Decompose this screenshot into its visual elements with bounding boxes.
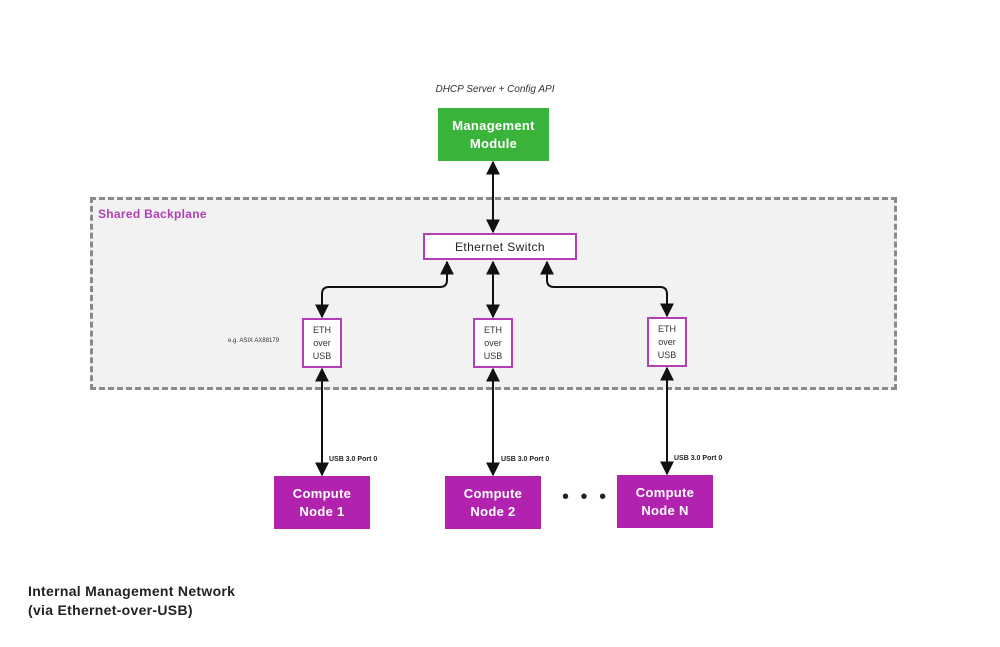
compute-node-1: Compute Node 1 — [274, 476, 370, 529]
switch-to-eth3-link — [540, 260, 674, 318]
ethernet-switch: Ethernet Switch — [423, 233, 577, 260]
usb-link-label-1: USB 3.0 Port 0 — [329, 456, 378, 463]
eth-over-usb-adapter-3: ETH over USB — [647, 317, 687, 367]
compute-node-2: Compute Node 2 — [445, 476, 541, 529]
usb-link-label-3: USB 3.0 Port 0 — [674, 455, 723, 462]
switch-to-eth1-link — [315, 260, 454, 319]
more-nodes-ellipsis: • • • — [562, 486, 610, 508]
management-caption: DHCP Server + Config API — [435, 84, 555, 95]
diagram-footer-title: Internal Management Network (via Etherne… — [28, 583, 236, 618]
eth-over-usb-adapter-1: ETH over USB — [302, 318, 342, 368]
management-module: Management Module — [438, 108, 549, 161]
eth-over-usb-adapter-2: ETH over USB — [473, 318, 513, 368]
backplane-label: Shared Backplane — [98, 207, 207, 221]
usb-link-label-2: USB 3.0 Port 0 — [501, 456, 550, 463]
compute-node-n: Compute Node N — [617, 475, 713, 528]
eth-adapter-note: e.g. ASIX AX88179 — [228, 338, 280, 344]
